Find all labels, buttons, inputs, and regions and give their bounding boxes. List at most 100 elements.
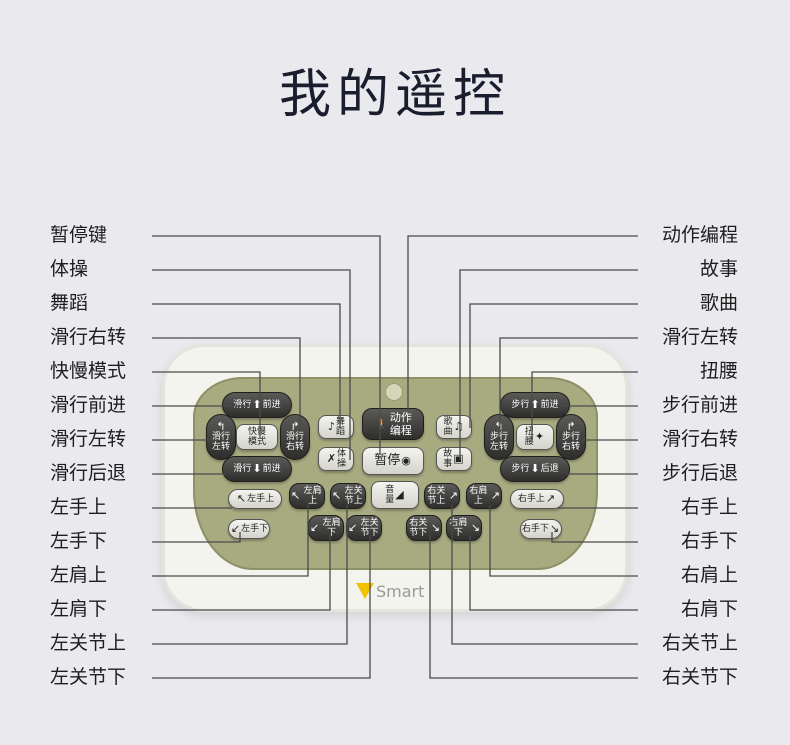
arrow-up-icon-r: ⬆ (530, 398, 540, 411)
walk-back-button[interactable]: 步行⬇后退 (500, 456, 570, 482)
label-left-shoulder-down: 左肩下 (50, 598, 108, 620)
leader-program (407, 235, 638, 410)
gym-button[interactable]: ✗体操 (318, 447, 354, 471)
leader-left-shoulder-up (152, 505, 309, 577)
arrow-down-left-icon-2: ↙ (310, 521, 320, 534)
leader-pause (152, 235, 381, 455)
label-left-shoulder-up: 左肩上 (50, 564, 108, 586)
arrow-up-left-icon-2: ↖ (291, 489, 301, 502)
left-joint-down-button[interactable]: ↙左关节下 (346, 515, 382, 541)
left-hand-down-button[interactable]: ↙左手下 (228, 519, 270, 539)
leader-left-joint-up (152, 505, 348, 645)
label-left-joint-down: 左关节下 (50, 666, 127, 688)
right-hand-up-button[interactable]: 右手上↗ (510, 489, 564, 509)
leader-left-shoulder-down (152, 535, 331, 611)
leader-left-hand-down (152, 532, 241, 543)
exercise-icon: ✗ (326, 452, 337, 465)
leader-gym (152, 269, 351, 460)
arrow-down-icon-r: ⬇ (530, 462, 540, 475)
label-walk-back: 步行后退 (661, 462, 738, 484)
twist-person-icon: ✦ (534, 430, 545, 443)
label-right-joint-up: 右关节上 (661, 632, 738, 654)
arrow-up-left-icon-3: ↖ (332, 489, 342, 502)
indicator-led (385, 383, 403, 401)
label-walk-forward: 步行前进 (661, 394, 738, 416)
slide-back-button[interactable]: 滑行⬇前进 (222, 456, 292, 482)
label-slide-forward: 滑行前进 (50, 394, 127, 416)
arrow-down-icon: ⬇ (252, 462, 262, 475)
leader-slide-left-r (499, 337, 638, 430)
slide-left-button[interactable]: ↰滑行左转 (206, 414, 236, 460)
story-button[interactable]: 故事▣ (436, 447, 472, 471)
leader-song (469, 303, 638, 428)
leader-story (459, 269, 638, 460)
music-note-icon: ♫ (453, 420, 464, 433)
right-shoulder-up-button[interactable]: 右肩上↗ (466, 483, 502, 509)
label-slide-left: 滑行左转 (50, 428, 127, 450)
arrow-down-left-icon: ↙ (230, 522, 241, 535)
arrow-up-left-icon: ↖ (236, 492, 247, 505)
left-joint-up-button[interactable]: ↖左关节上 (330, 483, 366, 509)
arrow-up-right-icon: ↗ (545, 492, 556, 505)
arrow-up-right-icon-3: ↗ (490, 489, 500, 502)
turn-right-icon-r: ↱ (566, 420, 576, 433)
arrow-down-right-icon: ↘ (549, 522, 560, 535)
label-speed-mode: 快慢模式 (50, 360, 127, 382)
walk-right-button[interactable]: ↱步行右转 (556, 414, 586, 460)
leader-right-joint-up (451, 505, 638, 645)
label-slide-right-r: 滑行右转 (661, 428, 738, 450)
label-left-joint-up: 左关节上 (50, 632, 127, 654)
label-slide-right: 滑行右转 (50, 326, 127, 348)
label-slide-left-r: 滑行左转 (661, 326, 738, 348)
label-dance: 舞蹈 (50, 292, 89, 314)
arrow-down-right-icon-3: ↘ (470, 521, 480, 534)
turn-left-icon-r: ↰ (494, 420, 504, 433)
leader-right-shoulder-up (489, 505, 638, 577)
leader-right-joint-down (429, 535, 638, 679)
arrow-up-icon: ⬆ (252, 398, 262, 411)
volume-button[interactable]: 音量◢ (371, 481, 419, 509)
leader-slide-right (152, 337, 301, 430)
arrow-up-right-icon-2: ↗ (448, 489, 458, 502)
walking-person-icon: 🚶 (375, 417, 389, 430)
speed-mode-button[interactable]: 快慢模式 (236, 424, 278, 450)
pause-circle-icon: ◉ (401, 454, 411, 467)
leader-speed (152, 371, 261, 438)
leader-right-hand-down (551, 532, 638, 543)
music-icon: ♪ (327, 420, 335, 433)
page-title: 我的遥控 (278, 65, 511, 125)
walk-left-button[interactable]: ↰步行左转 (484, 414, 514, 460)
label-gym: 体操 (50, 258, 89, 280)
label-right-shoulder-down: 右肩下 (680, 598, 738, 620)
slide-right-button[interactable]: ↱滑行右转 (280, 414, 310, 460)
label-left-hand-up: 左手上 (50, 496, 108, 518)
pause-button[interactable]: 暂停◉ (362, 447, 424, 475)
label-right-hand-down: 右手下 (680, 530, 738, 552)
walk-forward-button[interactable]: 步行⬆前进 (500, 392, 570, 418)
action-program-button[interactable]: 🚶动作编程 (362, 408, 424, 440)
label-left-hand-down: 左手下 (50, 530, 108, 552)
label-right-joint-down: 右关节下 (661, 666, 738, 688)
turn-left-icon: ↰ (216, 420, 226, 433)
volume-slope-icon: ◢ (395, 488, 404, 501)
right-joint-down-button[interactable]: 右关节下↘ (406, 515, 442, 541)
label-action-program: 动作编程 (661, 224, 738, 246)
left-shoulder-up-button[interactable]: ↖左肩上 (289, 483, 325, 509)
label-song: 歌曲 (699, 292, 738, 314)
label-right-shoulder-up: 右肩上 (680, 564, 738, 586)
right-joint-up-button[interactable]: 右关节上↗ (424, 483, 460, 509)
leader-twist (531, 371, 638, 438)
label-twist: 扭腰 (699, 360, 738, 382)
label-right-hand-up: 右手上 (680, 496, 738, 518)
leader-left-joint-down (152, 535, 371, 679)
twist-button[interactable]: 扭腰✦ (516, 424, 554, 450)
song-button[interactable]: 歌曲♫ (436, 415, 472, 439)
arrow-down-left-icon-3: ↙ (348, 521, 358, 534)
left-hand-up-button[interactable]: ↖左手上 (228, 489, 282, 509)
label-pause-key: 暂停键 (50, 224, 108, 246)
label-story: 故事 (699, 258, 738, 280)
turn-right-icon: ↱ (290, 420, 300, 433)
slide-forward-button[interactable]: 滑行⬆前进 (222, 392, 292, 418)
leader-dance (152, 303, 341, 428)
